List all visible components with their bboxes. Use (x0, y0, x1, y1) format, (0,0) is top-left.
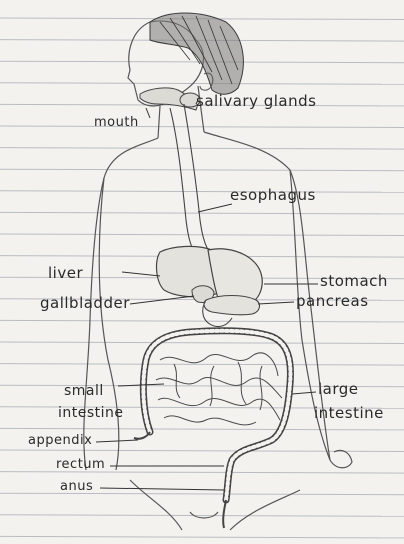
ruled-line (0, 515, 404, 517)
leader-anus (100, 488, 224, 490)
hand-outline (330, 450, 352, 467)
label-appendix: appendix (28, 434, 92, 447)
label-esophagus: esophagus (230, 188, 316, 203)
leader-mouth (146, 108, 150, 118)
label-small-intestine-line1: small (64, 384, 104, 398)
leader-esophagus (198, 204, 232, 212)
ruled-line (0, 83, 404, 85)
label-small-intestine-line2: intestine (58, 406, 124, 420)
salivary-glands-shape (140, 88, 200, 110)
label-large-intestine-line2: intestine (314, 406, 384, 421)
ruled-line (0, 320, 404, 322)
label-pancreas: pancreas (296, 294, 369, 309)
label-anus: anus (60, 480, 93, 493)
pancreas-shape (204, 296, 259, 315)
label-gallbladder: gallbladder (40, 296, 130, 311)
hips-outline (130, 480, 300, 530)
label-large-intestine-line1: large (318, 382, 359, 397)
label-mouth: mouth (94, 116, 139, 129)
ruled-line (0, 342, 404, 344)
hair (150, 13, 243, 94)
leader-gallbladder (130, 296, 194, 304)
leader-large-intestine (292, 392, 316, 394)
label-salivary-glands: salivary glands (196, 94, 316, 109)
label-stomach: stomach (320, 274, 388, 289)
ruled-line (0, 191, 404, 193)
label-rectum: rectum (56, 458, 105, 471)
ruled-line (0, 212, 404, 214)
ruled-line (0, 148, 404, 150)
arm-outline (99, 170, 330, 470)
ruled-line (0, 169, 404, 171)
leader-pancreas (258, 302, 294, 304)
ruled-line (0, 364, 404, 366)
small-intestine-coils (156, 353, 282, 425)
leader-liver (122, 272, 160, 276)
ruled-line (0, 428, 404, 430)
ruled-line (0, 536, 404, 538)
rectum-shape (223, 500, 226, 528)
ruled-line (0, 234, 404, 236)
label-liver: liver (48, 266, 83, 281)
ruled-line (0, 126, 404, 128)
leader-appendix (96, 440, 138, 442)
